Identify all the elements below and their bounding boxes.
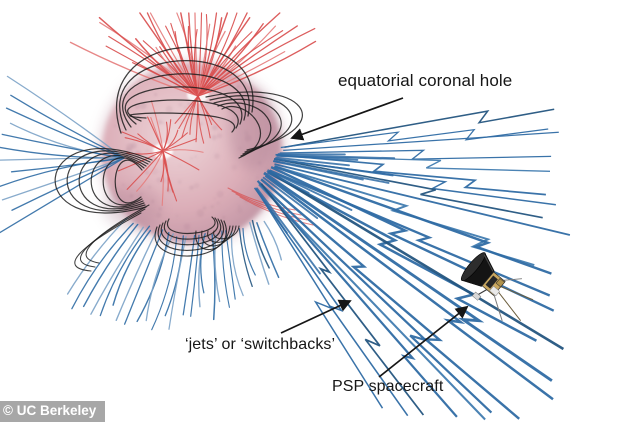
annotation-arrows <box>280 97 469 378</box>
psp-arrow <box>378 305 469 378</box>
jets-switchbacks-label: ‘jets’ or ‘switchbacks’ <box>185 336 336 353</box>
psp-spacecraft-label: PSP spacecraft <box>332 378 444 395</box>
solar-wind-switchback-fan <box>253 108 571 421</box>
closed-field-loops <box>54 46 303 272</box>
psp-spacecraft-illustration <box>460 252 534 322</box>
jets-arrow <box>280 299 352 334</box>
watermark-text: © UC Berkeley <box>3 403 97 418</box>
coronal-hole-label: equatorial coronal hole <box>338 71 513 90</box>
coronal-hole-arrow <box>290 97 404 141</box>
watermark-badge: © UC Berkeley <box>0 401 106 422</box>
